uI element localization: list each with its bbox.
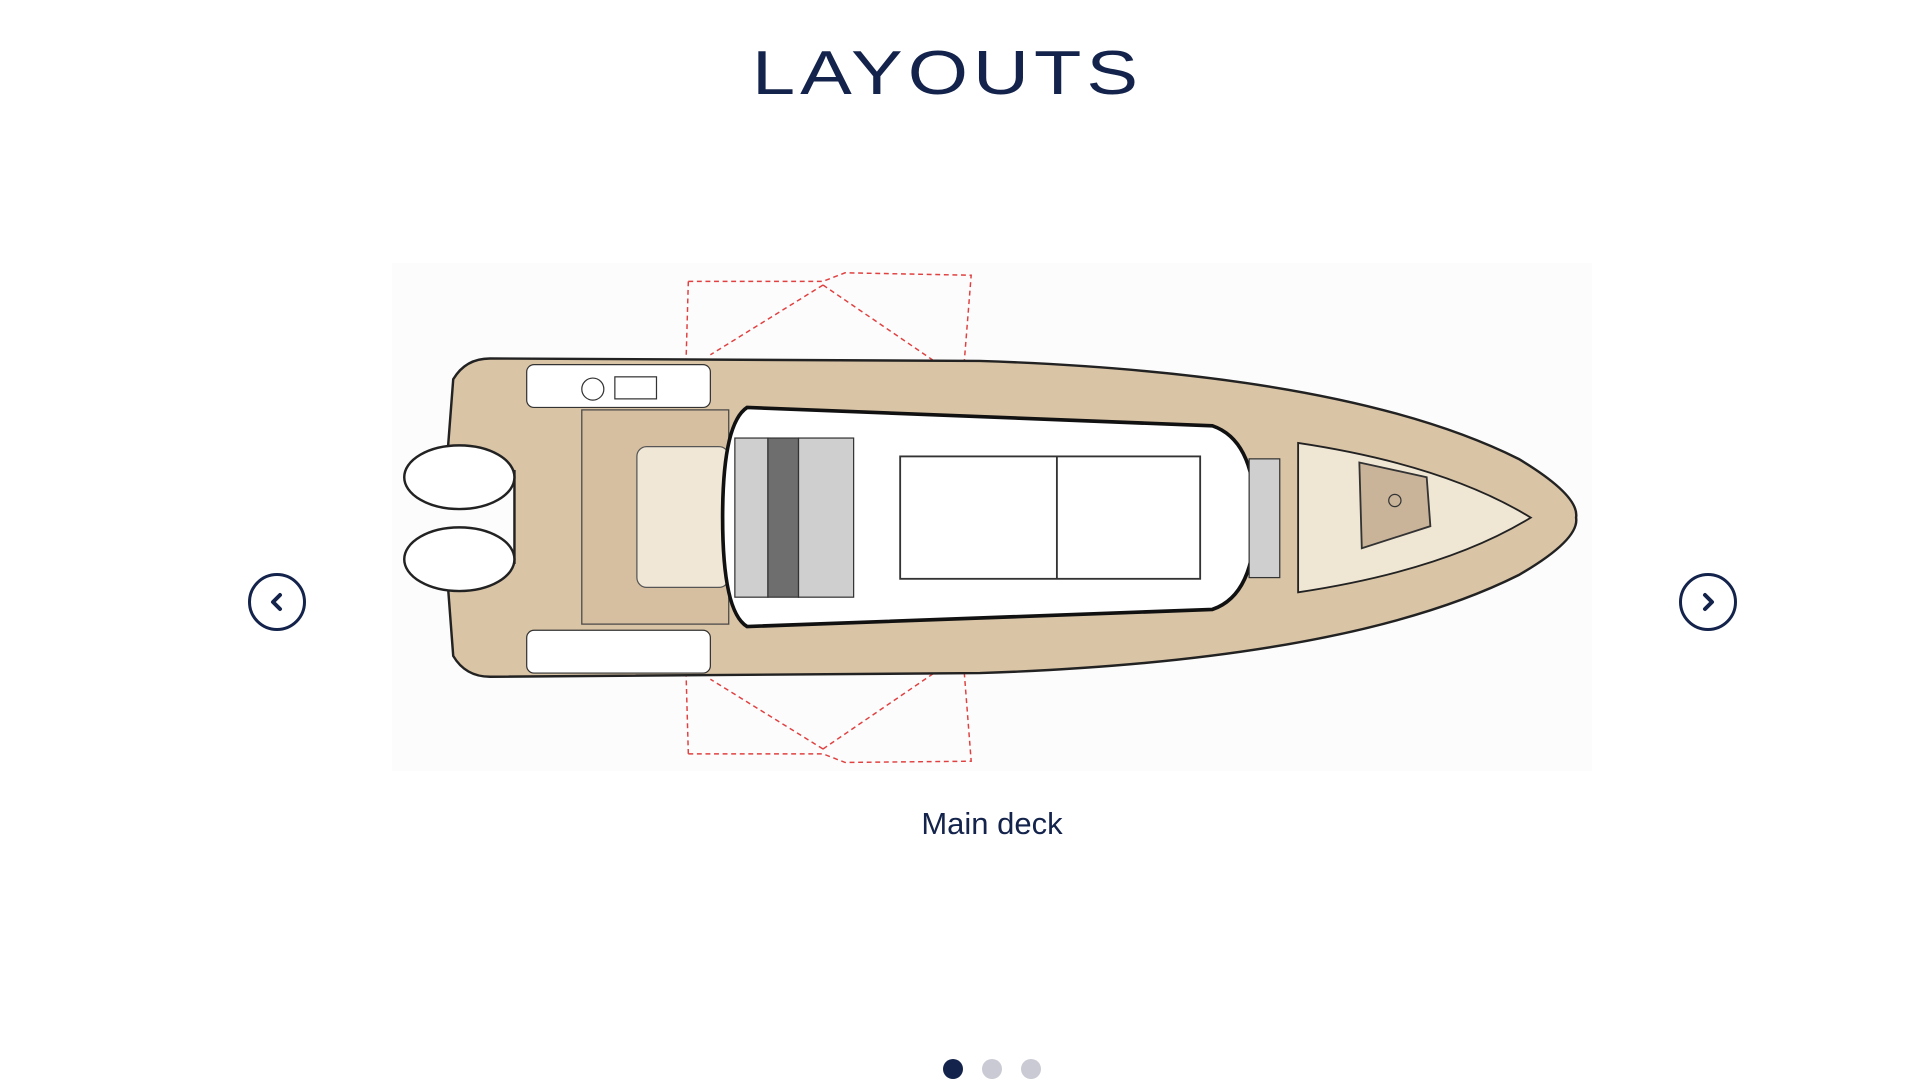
main-deck-layout-image: [392, 263, 1592, 771]
chevron-right-icon: [1703, 593, 1714, 611]
pagination-dot-3[interactable]: [1021, 1059, 1041, 1079]
carousel-pagination: [943, 1059, 1041, 1079]
pagination-dot-1[interactable]: [943, 1059, 963, 1079]
next-slide-button[interactable]: [1679, 573, 1737, 631]
page-title: LAYOUTS: [751, 39, 1144, 108]
chevron-left-icon: [271, 593, 282, 611]
previous-slide-button[interactable]: [248, 573, 306, 631]
pagination-dot-2[interactable]: [982, 1059, 1002, 1079]
slide-caption: Main deck: [921, 806, 1063, 841]
